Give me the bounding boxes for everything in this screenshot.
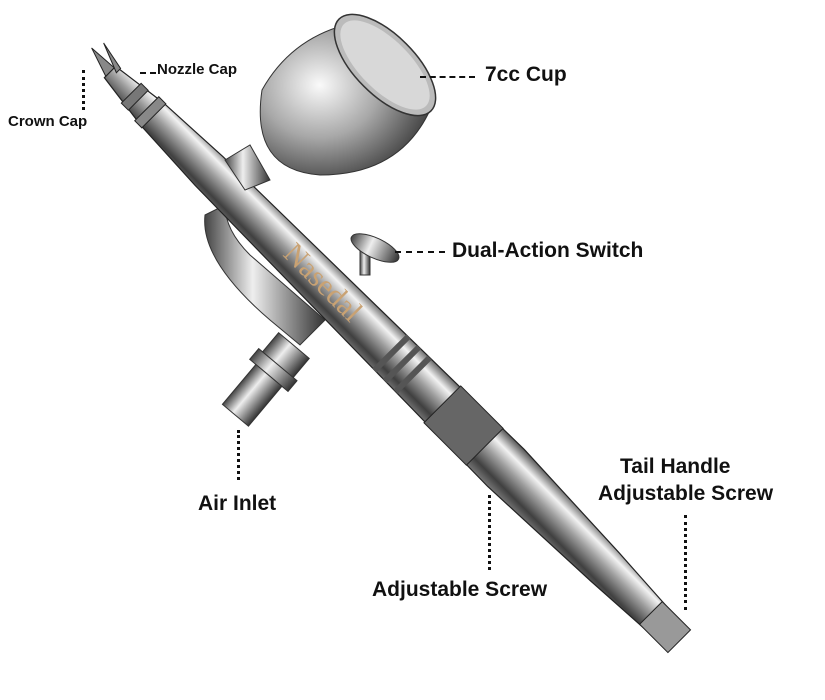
adjustable-screw-leader [488, 495, 491, 570]
air-inlet-fitting [204, 204, 326, 427]
tail-handle-label-line2: Adjustable Screw [598, 482, 774, 505]
cup-label: 7cc Cup [485, 63, 567, 86]
adjustable-screw-label: Adjustable Screw [372, 578, 548, 601]
tail-handle-label-line1: Tail Handle [620, 455, 731, 478]
switch-leader [395, 251, 445, 253]
dual-action-switch-label: Dual-Action Switch [452, 239, 644, 262]
cup-leader [420, 76, 475, 78]
air-inlet-label: Air Inlet [198, 492, 277, 515]
crown-cap-label: Crown Cap [8, 113, 88, 130]
cup-graphic [224, 13, 437, 191]
nozzle-cap-leader [140, 72, 156, 74]
crown-cap-leader [82, 70, 85, 110]
dual-action-switch-graphic [350, 233, 400, 276]
air-inlet-leader [237, 430, 240, 480]
barrel [91, 42, 692, 654]
tail-handle-leader [684, 515, 687, 610]
nozzle-cap-label: Nozzle Cap [157, 61, 238, 78]
